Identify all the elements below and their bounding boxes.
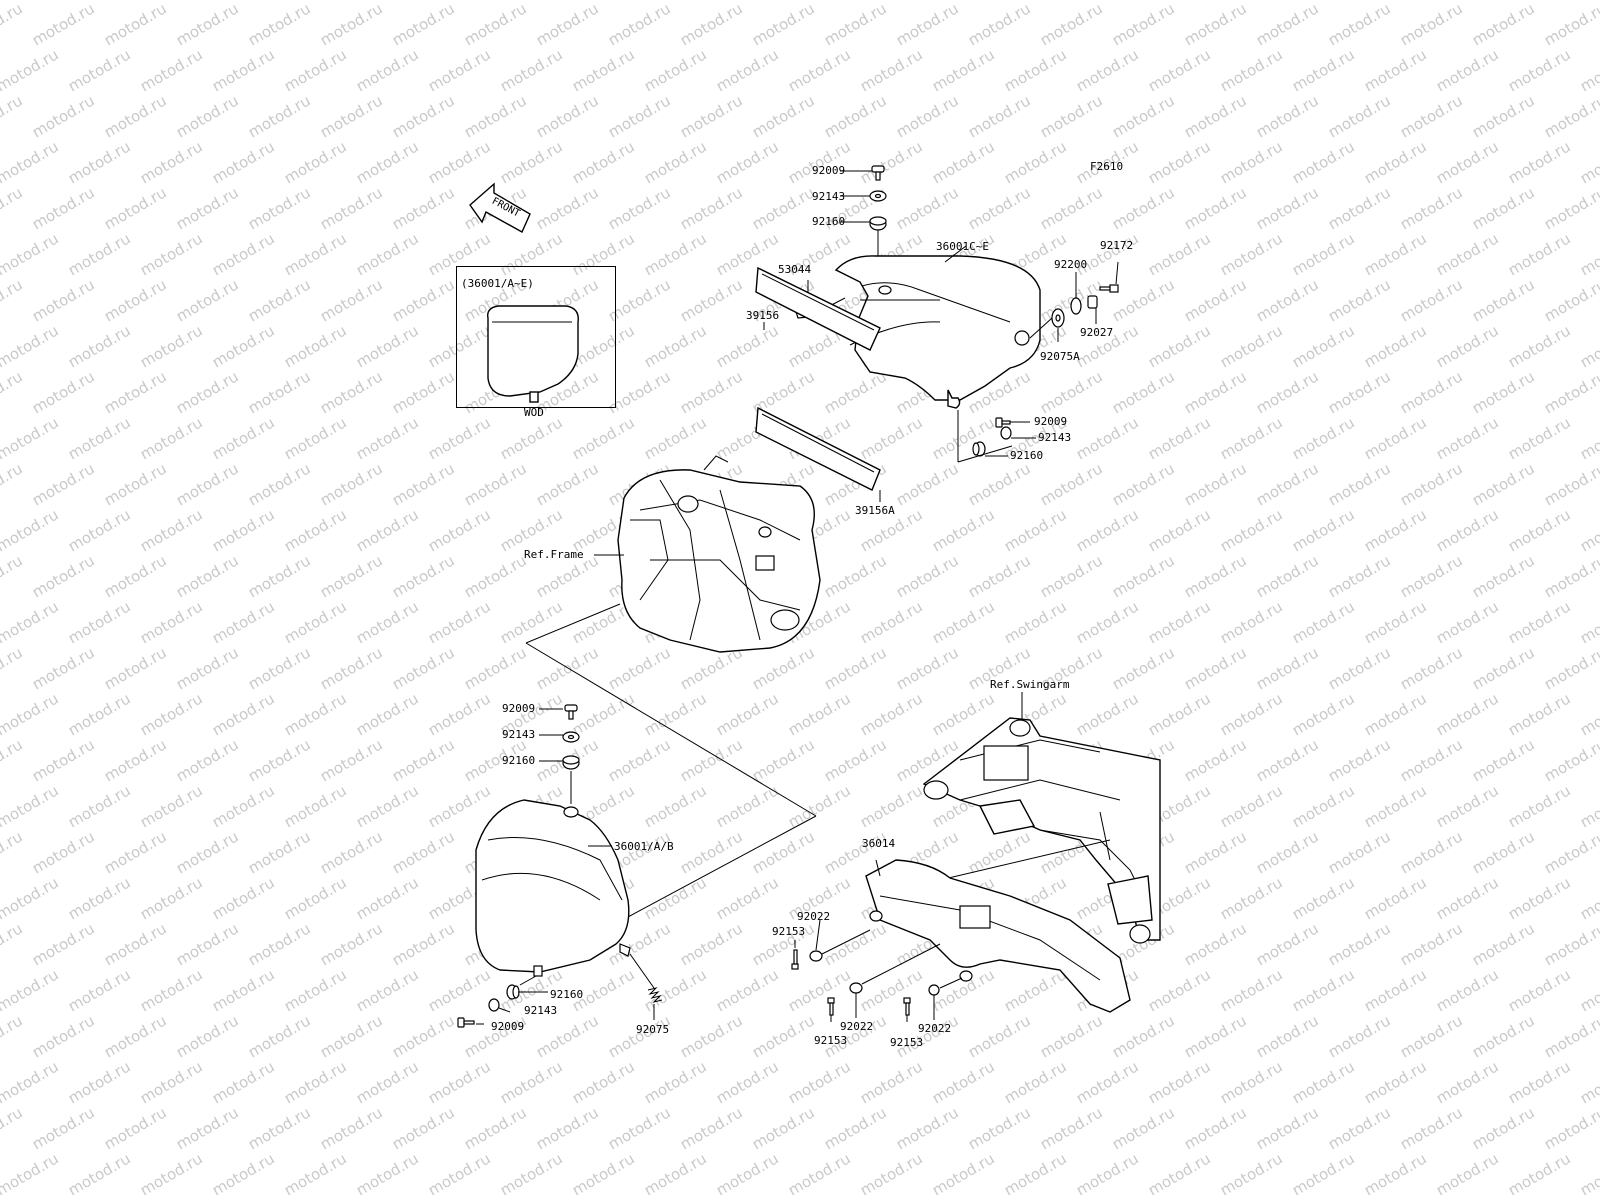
part-label-92022-a[interactable]: 92022 — [797, 910, 831, 923]
pad-39156a-drawing — [755, 406, 881, 491]
grommet-92160-left-icon — [562, 755, 580, 770]
part-label-36001ab[interactable]: 36001/A/B — [614, 840, 674, 853]
bolt-92153-a-icon — [791, 949, 799, 970]
part-label-92075[interactable]: 92075 — [636, 1023, 670, 1036]
side-cover-36001ab-drawing — [475, 799, 631, 977]
part-label-92022-c[interactable]: 92022 — [918, 1022, 952, 1035]
part-label-92143-right[interactable]: 92143 — [1038, 431, 1072, 444]
washer-92143-right-icon — [1000, 426, 1012, 440]
grommet-92160-right-icon — [972, 441, 986, 457]
bolt-92153-b-icon — [827, 997, 835, 1016]
part-label-92009-top[interactable]: 92009 — [812, 164, 846, 177]
inset-side-cover-drawing — [487, 305, 579, 403]
bolt-92172-icon — [1099, 284, 1119, 293]
front-arrow-icon: FRONT — [469, 182, 531, 233]
chain-guard-36014-drawing — [865, 859, 1131, 1013]
screw-92009-left-icon — [564, 704, 578, 720]
inset-caption: WOD — [524, 406, 544, 419]
part-label-92160-left[interactable]: 92160 — [502, 754, 536, 767]
part-label-92009-right[interactable]: 92009 — [1034, 415, 1068, 428]
part-label-92143-bottom[interactable]: 92143 — [524, 1004, 558, 1017]
screw-92009-top-icon — [871, 165, 885, 181]
swingarm-reference-drawing — [922, 717, 1161, 944]
part-label-36001c[interactable]: 36001C~E — [936, 240, 989, 253]
part-label-92009-left[interactable]: 92009 — [502, 702, 536, 715]
part-label-53044[interactable]: 53044 — [778, 263, 812, 276]
part-label-39156[interactable]: 39156 — [746, 309, 780, 322]
part-label-92153-c[interactable]: 92153 — [890, 1036, 924, 1049]
grommet-92160-bottom-icon — [506, 984, 520, 1000]
inset-variant-box — [456, 266, 616, 408]
pad-39156-drawing — [755, 266, 881, 351]
grommet-92075a-icon — [1051, 308, 1065, 328]
screw-92009-bottom-icon — [457, 1017, 475, 1028]
washer-92200-icon — [1070, 297, 1082, 315]
side-cover-36001c-drawing — [834, 255, 1041, 409]
part-label-92172[interactable]: 92172 — [1100, 239, 1134, 252]
spring-92075-icon — [647, 987, 663, 1003]
part-label-92027[interactable]: 92027 — [1080, 326, 1114, 339]
part-label-92153-a[interactable]: 92153 — [772, 925, 806, 938]
part-label-92143-top[interactable]: 92143 — [812, 190, 846, 203]
bolt-92153-c-icon — [903, 997, 911, 1016]
label-ref-frame[interactable]: Ref.Frame — [524, 548, 584, 561]
part-label-92160-top[interactable]: 92160 — [812, 215, 846, 228]
part-label-92075a[interactable]: 92075A — [1040, 350, 1080, 363]
part-label-92160-bottom[interactable]: 92160 — [550, 988, 584, 1001]
washer-92022-b-icon — [849, 982, 863, 994]
part-label-92160-right[interactable]: 92160 — [1010, 449, 1044, 462]
screw-92009-right-icon — [995, 417, 1011, 428]
washer-92022-c-icon — [928, 984, 940, 996]
grommet-92160-top-icon — [869, 216, 887, 231]
part-label-92153-b[interactable]: 92153 — [814, 1034, 848, 1047]
figure-code: F2610 — [1090, 160, 1124, 173]
part-label-92022-b[interactable]: 92022 — [840, 1020, 874, 1033]
label-ref-swingarm[interactable]: Ref.Swingarm — [990, 678, 1070, 691]
collar-92027-icon — [1087, 295, 1098, 309]
washer-92022-a-icon — [809, 950, 823, 962]
frame-reference-drawing — [617, 455, 821, 653]
part-label-39156a[interactable]: 39156A — [855, 504, 895, 517]
washer-92143-bottom-icon — [488, 998, 500, 1012]
part-label-92009-bottom[interactable]: 92009 — [491, 1020, 525, 1033]
part-label-92143-left[interactable]: 92143 — [502, 728, 536, 741]
inset-title: (36001/A~E) — [461, 277, 534, 290]
part-label-92200[interactable]: 92200 — [1054, 258, 1088, 271]
part-label-36014[interactable]: 36014 — [862, 837, 896, 850]
